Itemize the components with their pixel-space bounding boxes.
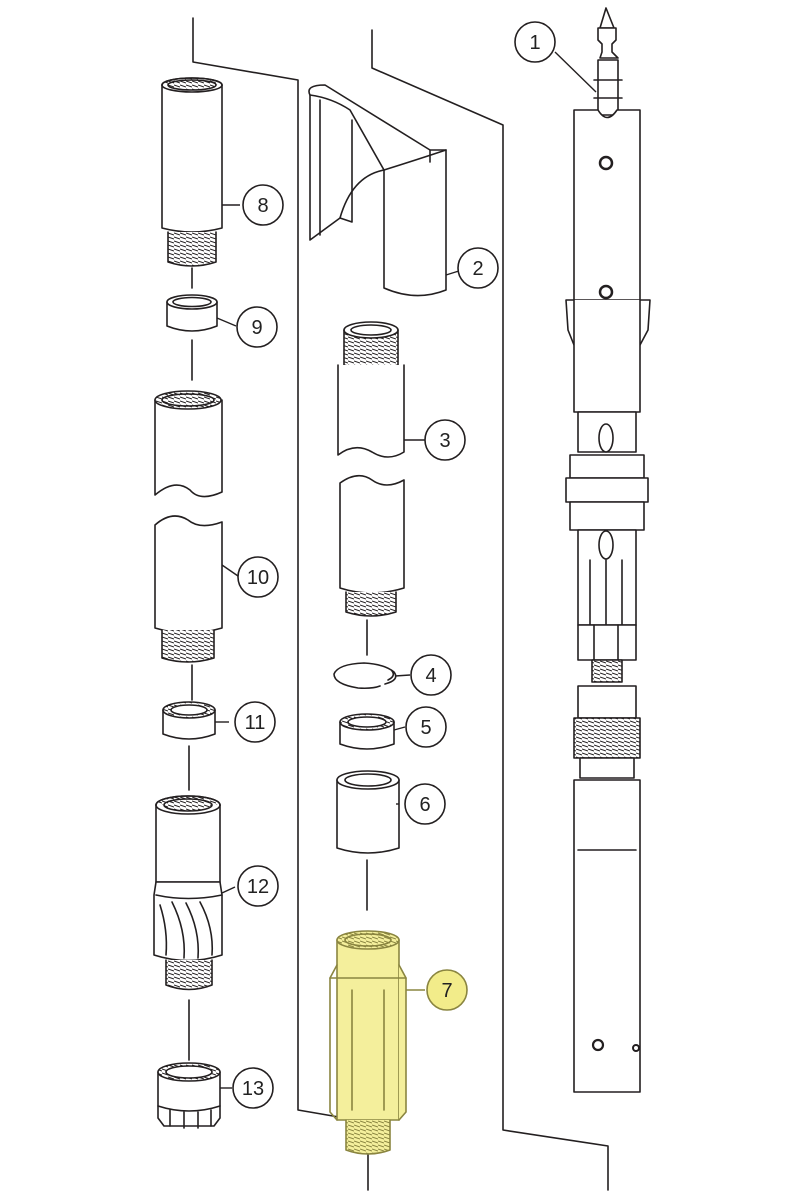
callout-number: 4 — [425, 665, 436, 687]
part-12-stabilizer — [153, 795, 223, 991]
callout-number: 3 — [439, 430, 450, 452]
callout-number: 13 — [242, 1078, 264, 1100]
callout-circle — [404, 783, 446, 825]
callout-1: 1 — [514, 21, 556, 63]
callout-10: 10 — [237, 556, 279, 598]
part-5-bearing — [339, 713, 395, 750]
part-1-assembled-barrel — [565, 7, 651, 1093]
callout-circle — [236, 306, 278, 348]
callout-3: 3 — [424, 419, 466, 461]
callout-number: 8 — [257, 195, 268, 217]
callout-7: 7 — [426, 969, 468, 1011]
callout-6: 6 — [404, 783, 446, 825]
callout-circle — [457, 247, 499, 289]
callout-8: 8 — [242, 184, 284, 226]
part-10-outer-tube — [154, 390, 223, 663]
callout-number: 2 — [472, 258, 483, 280]
callout-circle — [514, 21, 556, 63]
callout-circle — [232, 1067, 274, 1109]
part-2-split-sleeve — [308, 84, 447, 297]
part-7-adapter-highlighted — [329, 930, 407, 1155]
callout-circle — [237, 865, 279, 907]
callout-circle — [410, 654, 452, 696]
callout-number: 7 — [441, 980, 452, 1002]
callout-13: 13 — [232, 1067, 274, 1109]
part-11-bearing — [162, 701, 216, 740]
callout-4: 4 — [410, 654, 452, 696]
callout-circle — [405, 706, 447, 748]
callout-circle — [237, 556, 279, 598]
callout-5: 5 — [405, 706, 447, 748]
callout-circle — [424, 419, 466, 461]
callout-2: 2 — [457, 247, 499, 289]
callout-number: 6 — [419, 794, 430, 816]
callout-circle — [242, 184, 284, 226]
callout-circle — [234, 701, 276, 743]
part-4-snap-ring — [333, 662, 397, 690]
part-13-crown — [157, 1062, 221, 1129]
callout-number: 5 — [420, 717, 431, 739]
callout-12: 12 — [237, 865, 279, 907]
callout-number: 9 — [251, 317, 262, 339]
part-3-threaded-tube — [337, 321, 405, 617]
callout-number: 12 — [247, 876, 269, 898]
part-9-ring — [166, 294, 218, 332]
part-8-sleeve — [161, 77, 223, 267]
callout-11: 11 — [234, 701, 276, 743]
callout-circle — [426, 969, 468, 1011]
callout-number: 1 — [529, 32, 540, 54]
callout-number: 11 — [245, 712, 266, 734]
part-6-bushing — [336, 770, 400, 854]
callout-9: 9 — [236, 306, 278, 348]
callout-number: 10 — [247, 567, 269, 589]
